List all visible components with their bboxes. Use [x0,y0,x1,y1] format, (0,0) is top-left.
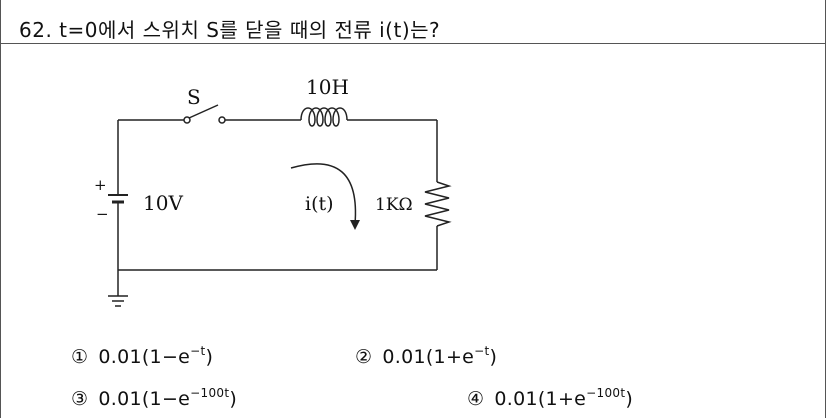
option-number: ④ [467,388,485,410]
current-arrow-head [350,220,360,230]
plus-sign: + [94,176,107,194]
option-base: 0.01(1+e [494,388,587,410]
option-3[interactable]: ③ 0.01(1−e−100t) [71,386,238,410]
option-number: ① [71,346,89,368]
option-exponent: −t [190,344,206,358]
option-1[interactable]: ① 0.01(1−e−t) [71,344,214,368]
option-exponent: −100t [586,386,626,400]
switch-contact-right [218,116,226,124]
switch-blade [188,104,219,119]
option-base: 0.01(1−e [98,346,191,368]
option-4[interactable]: ④ 0.01(1+e−100t) [467,386,634,410]
switch-contact-left [183,116,191,124]
inductor-coil [300,107,348,127]
resistor-label: 1KΩ [375,195,413,215]
switch-label: S [187,85,201,109]
current-arrow [290,163,357,225]
option-number: ② [355,346,373,368]
option-close: ) [205,346,214,368]
option-close: ) [229,388,238,410]
current-label: i(t) [305,193,334,215]
resistor-zigzag [424,181,452,227]
option-base: 0.01(1−e [98,388,191,410]
inductor-label: 10H [306,75,349,99]
source-label: 10V [143,191,183,215]
option-base: 0.01(1+e [382,346,475,368]
question-text: 62. t=0에서 스위치 S를 닫을 때의 전류 i(t)는? [19,18,441,42]
option-number: ③ [71,388,89,410]
question-header: 62. t=0에서 스위치 S를 닫을 때의 전류 i(t)는? [1,0,826,44]
option-exponent: −100t [190,386,230,400]
option-exponent: −t [474,344,490,358]
option-close: ) [625,388,634,410]
option-2[interactable]: ② 0.01(1+e−t) [355,344,498,368]
minus-sign: − [96,205,109,223]
circuit-diagram: S 10H + − 10V i(t) 1KΩ [94,75,452,307]
option-close: ) [489,346,498,368]
